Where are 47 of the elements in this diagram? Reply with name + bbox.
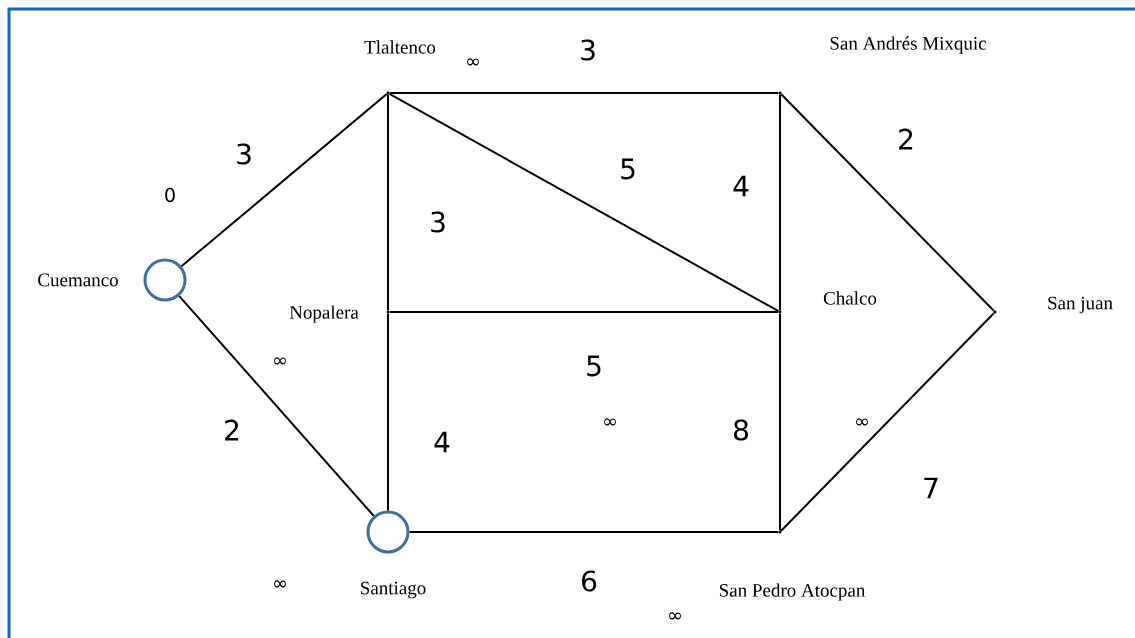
edge-line bbox=[780, 93, 995, 312]
place-name: Chalco bbox=[823, 291, 877, 305]
edge-weight: 5 bbox=[584, 354, 604, 378]
vertex bbox=[386, 91, 390, 95]
place-name: Tlaltenco bbox=[364, 40, 436, 54]
distance-label: ∞ bbox=[274, 357, 286, 365]
edge-weight: 3 bbox=[428, 210, 448, 234]
edge-line bbox=[388, 311, 780, 313]
edge-line bbox=[388, 92, 780, 94]
place-name: Cuemanco bbox=[38, 273, 118, 287]
edge-line bbox=[388, 92, 780, 313]
edge-weight: 4 bbox=[432, 430, 452, 454]
edge-weight: 6 bbox=[579, 569, 599, 593]
vertex bbox=[386, 310, 390, 314]
edge-weight: 3 bbox=[578, 38, 598, 62]
edge-line bbox=[408, 531, 780, 533]
edge-weight: 2 bbox=[896, 127, 916, 151]
edge-line bbox=[779, 312, 781, 532]
edge-line bbox=[180, 93, 388, 268]
edge-weight: 4 bbox=[731, 174, 751, 198]
edge-weight: 3 bbox=[234, 142, 254, 166]
vertex bbox=[778, 91, 782, 95]
edge-weight: 5 bbox=[618, 157, 638, 181]
place-name: San Andrés Mixquic bbox=[830, 36, 987, 54]
place-name: Nopalera bbox=[289, 305, 359, 323]
place-name: San Pedro Atocpan bbox=[719, 583, 866, 601]
edge-line bbox=[387, 312, 389, 512]
distance-label: ∞ bbox=[274, 580, 286, 588]
vertex bbox=[778, 310, 782, 314]
place-name: Santiago bbox=[361, 581, 426, 599]
edge-line bbox=[387, 93, 389, 312]
vertex bbox=[778, 530, 782, 534]
place-name: San juan bbox=[1048, 296, 1113, 314]
distance-label: 0 bbox=[165, 187, 175, 203]
circle-marker bbox=[143, 258, 187, 302]
vertex bbox=[993, 310, 997, 314]
edge-weight: 7 bbox=[921, 476, 941, 500]
distance-label: ∞ bbox=[669, 612, 681, 620]
distance-label: ∞ bbox=[604, 418, 616, 426]
circle-marker bbox=[366, 510, 410, 554]
edge-line bbox=[178, 295, 375, 517]
edge-weight: 8 bbox=[731, 418, 751, 442]
distance-label: ∞ bbox=[856, 418, 868, 426]
edge-line bbox=[779, 93, 781, 312]
distance-label: ∞ bbox=[467, 58, 479, 66]
edge-weight: 2 bbox=[222, 418, 242, 442]
edge-line bbox=[780, 312, 995, 532]
